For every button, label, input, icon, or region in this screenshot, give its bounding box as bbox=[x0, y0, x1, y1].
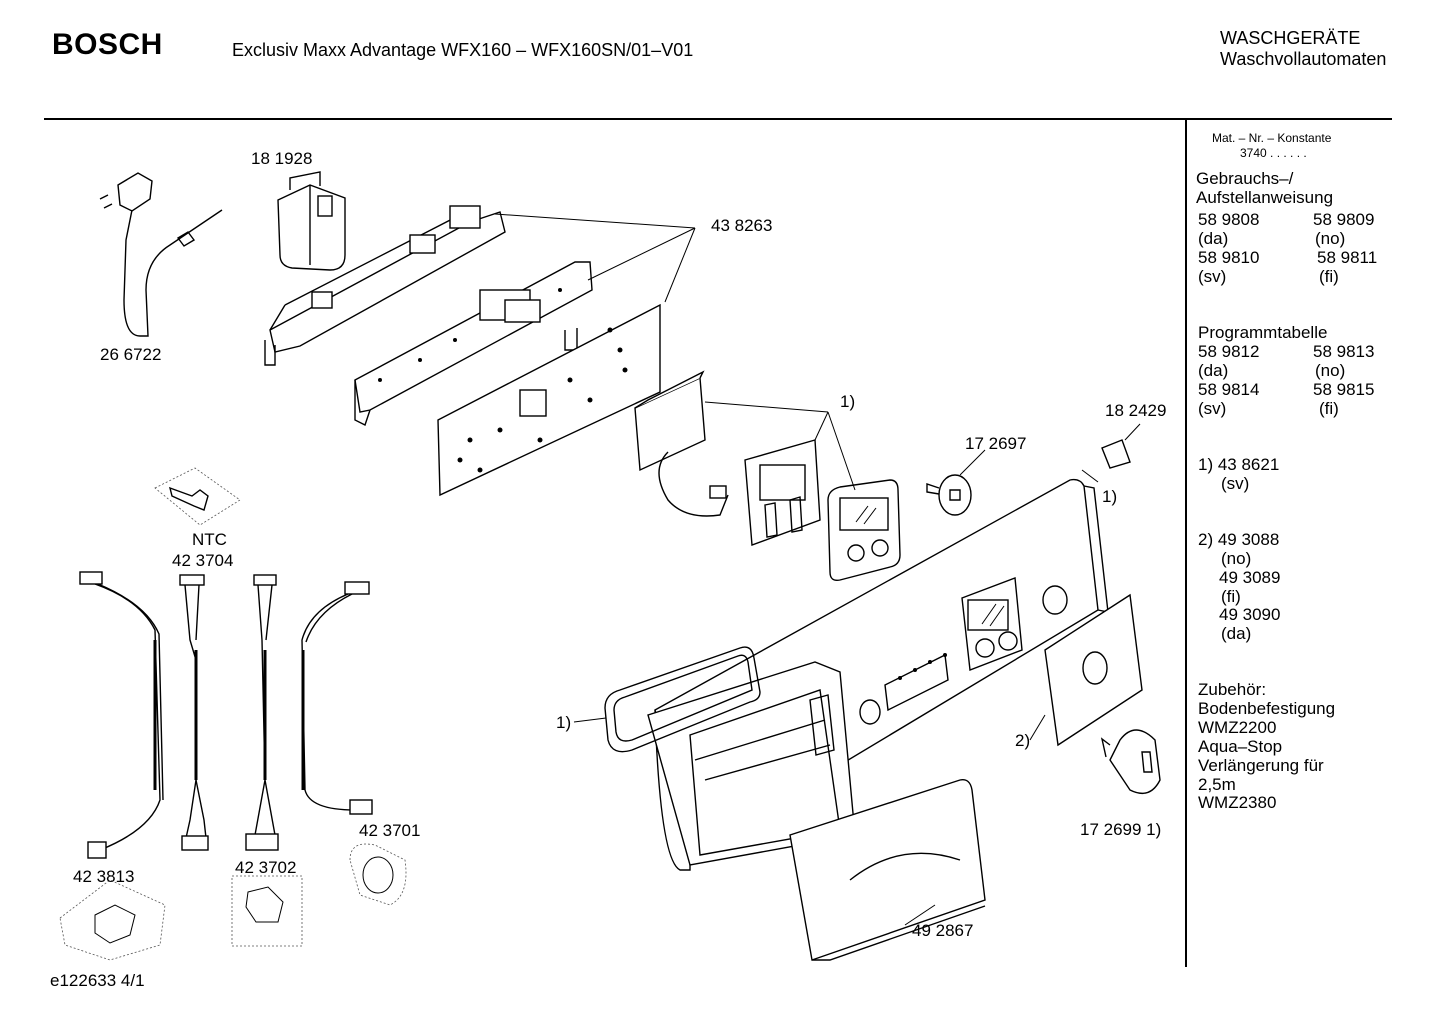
note-label-1-top: 1) bbox=[840, 392, 856, 411]
manual-da-lang: (da) bbox=[1198, 229, 1229, 248]
program-da-number: 58 9812 bbox=[1198, 342, 1260, 361]
brand-logo: BOSCH bbox=[52, 28, 163, 61]
part-label-181928: 18 1928 bbox=[251, 149, 313, 168]
part-label-423701: 42 3701 bbox=[359, 821, 421, 840]
note-label-2: 2) bbox=[1015, 731, 1031, 750]
part-label-423813: 42 3813 bbox=[73, 867, 135, 886]
mat-number-label: Mat. – Nr. – Konstante bbox=[1212, 131, 1332, 145]
note-2-lang-da: (da) bbox=[1221, 624, 1252, 643]
category-line-2: Waschvollautomaten bbox=[1220, 49, 1387, 69]
program-fi-lang: (fi) bbox=[1319, 399, 1339, 418]
note-label-1-right: 1) bbox=[1102, 487, 1118, 506]
harness-42-3701 bbox=[301, 581, 373, 815]
mat-number-value: 3740 . . . . . . bbox=[1240, 146, 1307, 160]
hatched-assembly-right bbox=[349, 843, 407, 906]
note-2-lang-fi: (fi) bbox=[1221, 587, 1241, 606]
part-label-182429: 18 2429 bbox=[1105, 401, 1167, 420]
manual-sv-number: 58 9810 bbox=[1198, 248, 1260, 267]
control-module-board-2 bbox=[354, 261, 593, 426]
accessory-extension: Verlängerung für bbox=[1198, 756, 1324, 775]
hatched-assembly-left bbox=[59, 879, 166, 961]
accessory-aqua-stop: Aqua–Stop bbox=[1198, 737, 1283, 756]
cover-plate-drawing bbox=[1029, 593, 1143, 747]
ntc-sensor-drawing bbox=[154, 467, 241, 526]
display-module-drawing bbox=[634, 370, 729, 517]
note-2-number: 2) 49 3088 bbox=[1198, 530, 1280, 549]
filter-drawing bbox=[277, 171, 346, 271]
note-2-lang-no: (no) bbox=[1221, 549, 1252, 568]
gasket-drawing bbox=[604, 646, 761, 753]
program-da-lang: (da) bbox=[1198, 361, 1229, 380]
note-2-number-b: 49 3089 bbox=[1219, 568, 1281, 587]
drawing-reference: e122633 4/1 bbox=[50, 971, 145, 990]
part-label-172697: 17 2697 bbox=[965, 434, 1027, 453]
part-label-ntc: NTC bbox=[192, 530, 227, 549]
accessory-wmz2200: WMZ2200 bbox=[1198, 718, 1277, 737]
knob-drawing bbox=[926, 449, 986, 516]
accessory-wmz2380: WMZ2380 bbox=[1198, 793, 1277, 812]
manual-fi-lang: (fi) bbox=[1319, 267, 1339, 286]
header-divider bbox=[44, 118, 1392, 120]
control-module-bar-1 bbox=[264, 205, 506, 366]
part-label-423704: 42 3704 bbox=[172, 551, 234, 570]
category-line-1: WASCHGERÄTE bbox=[1220, 28, 1361, 48]
part-label-492867: 49 2867 bbox=[912, 921, 974, 940]
harness-42-3704 bbox=[179, 574, 209, 851]
program-knob-drawing bbox=[1100, 729, 1161, 794]
harness-42-3702 bbox=[245, 574, 279, 851]
manual-heading-1: Gebrauchs–/ bbox=[1196, 169, 1294, 188]
manual-da-number: 58 9808 bbox=[1198, 210, 1260, 229]
harness-42-3813 bbox=[79, 571, 164, 859]
note-label-1-left: 1) bbox=[556, 713, 572, 732]
drawer-front-drawing bbox=[789, 779, 986, 961]
display-frame-drawing bbox=[744, 439, 821, 546]
program-no-number: 58 9813 bbox=[1313, 342, 1375, 361]
pcb-board-3 bbox=[437, 303, 661, 497]
accessory-floor-mount: Bodenbefestigung bbox=[1198, 699, 1336, 718]
manual-heading-2: Aufstellanweisung bbox=[1196, 188, 1334, 207]
program-fi-number: 58 9815 bbox=[1313, 380, 1375, 399]
part-label-266722: 26 6722 bbox=[100, 345, 162, 364]
program-sv-lang: (sv) bbox=[1198, 399, 1227, 418]
page-title: Exclusiv Maxx Advantage WFX160 – WFX160S… bbox=[232, 40, 694, 60]
note-1-number: 1) 43 8621 bbox=[1198, 455, 1280, 474]
part-label-438263: 43 8263 bbox=[711, 216, 773, 235]
program-sv-number: 58 9814 bbox=[1198, 380, 1260, 399]
manual-no-lang: (no) bbox=[1315, 229, 1346, 248]
category-heading: WASCHGERÄTE Waschvollautomaten bbox=[1220, 28, 1394, 70]
clip-drawing bbox=[1101, 423, 1141, 469]
manual-no-number: 58 9809 bbox=[1313, 210, 1375, 229]
manual-sv-lang: (sv) bbox=[1198, 267, 1227, 286]
exploded-diagram bbox=[59, 171, 1161, 961]
accessory-length: 2,5m bbox=[1198, 775, 1236, 794]
note-1-lang: (sv) bbox=[1221, 474, 1250, 493]
sidebar-divider bbox=[1185, 119, 1187, 967]
note-2-number-c: 49 3090 bbox=[1219, 605, 1281, 624]
power-cord-drawing bbox=[99, 172, 223, 337]
display-window-drawing bbox=[827, 479, 901, 582]
accessories-heading: Zubehör: bbox=[1198, 680, 1267, 699]
program-no-lang: (no) bbox=[1315, 361, 1346, 380]
manual-fi-number: 58 9811 bbox=[1317, 248, 1378, 267]
program-table-heading: Programmtabelle bbox=[1198, 323, 1328, 342]
part-label-1726991: 17 2699 1) bbox=[1080, 820, 1162, 839]
hatched-assembly-mid bbox=[231, 875, 303, 947]
part-label-423702: 42 3702 bbox=[235, 858, 297, 877]
